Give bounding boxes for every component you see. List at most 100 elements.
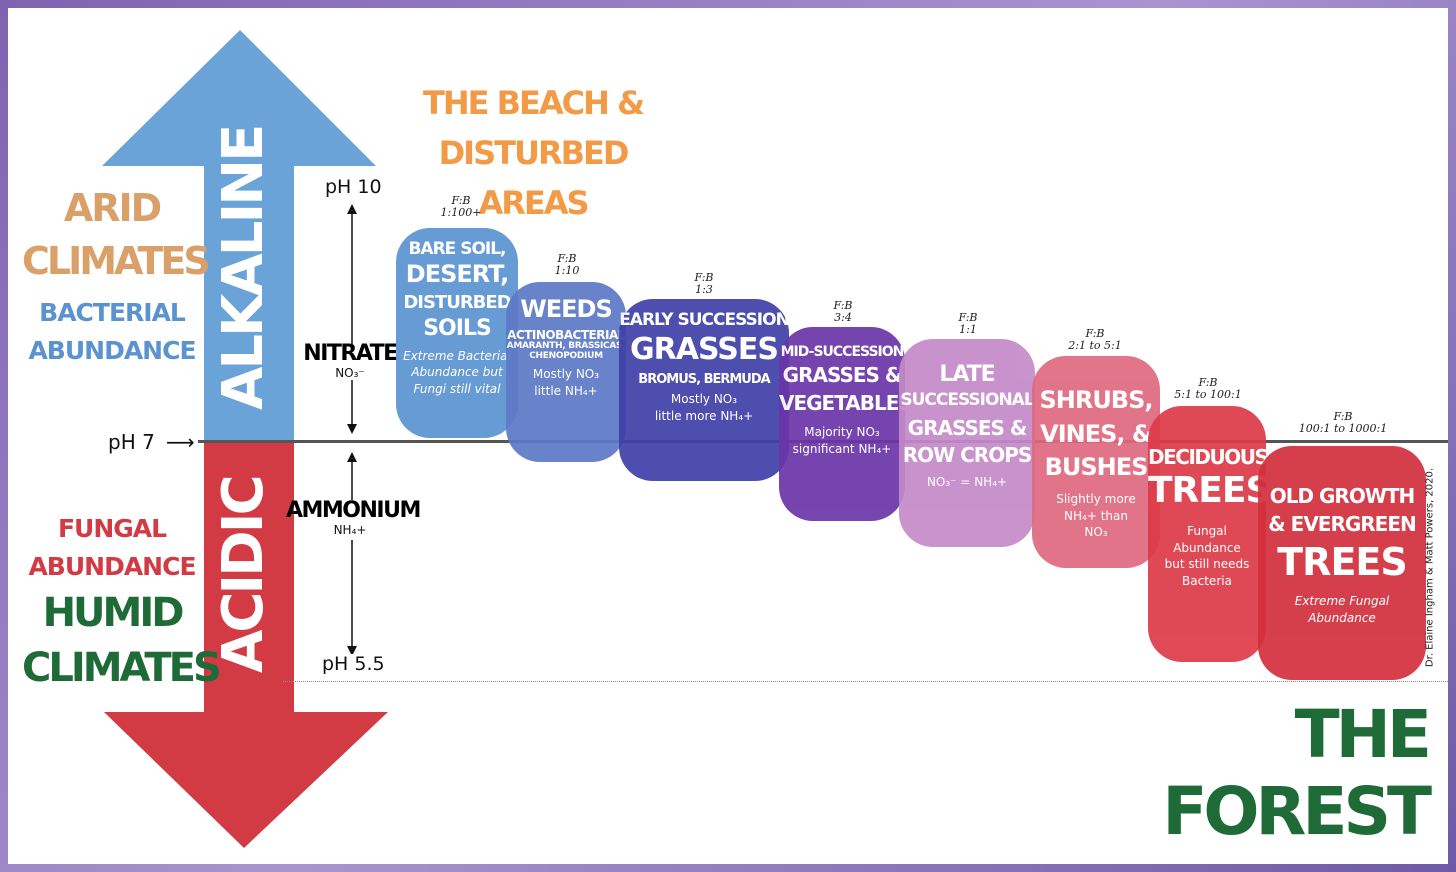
ph55-dotted-line (283, 681, 1448, 682)
stage-box-shrubs: SHRUBS, VINES, & BUSHES Slightly more NH… (1032, 356, 1160, 568)
stage-1-title-1: WEEDS (520, 295, 612, 323)
ammonium-formula: NH₄+ (333, 523, 367, 537)
stage-5-desc-3: NO₃ (1084, 525, 1108, 540)
beach-heading-line-1: THE BEACH & (423, 84, 645, 122)
stage-1-desc-2: little NH₄+ (534, 383, 598, 398)
stage-1-title-3: AMARANTH, BRASSICAS, (506, 341, 626, 352)
stage-box-early-succession: EARLY SUCCESSION GRASSES BROMUS, BERMUDA… (619, 299, 790, 481)
stage-0-desc-1: Extreme Bacterial (403, 348, 511, 363)
stage-7-title-1: OLD GROWTH (1269, 484, 1416, 508)
stage-5-title-3: BUSHES (1044, 453, 1149, 482)
ph7-pointer-arrow: ⟶ (166, 430, 195, 454)
humid-line-1: HUMID (42, 590, 185, 636)
stage-4-fb-ratio: 1:1 (959, 323, 977, 337)
stage-0-desc-3: Fungi still vital (413, 382, 501, 397)
stage-1-fb: F:B 1:10 (532, 252, 602, 278)
nitrate-label: NITRATE NO₃⁻ (298, 341, 402, 380)
stage-6-desc-2: Abundance (1173, 540, 1241, 555)
stage-5-title-1: SHRUBS, (1039, 386, 1153, 414)
stage-6-desc-4: Bacteria (1182, 574, 1232, 589)
stage-7-desc-2: Abundance (1308, 611, 1376, 626)
beach-heading-line-2: DISTURBED AREAS (438, 134, 630, 222)
stage-1-title-2: ACTINOBACTERIAL (507, 328, 625, 343)
stage-3-desc-2: significant NH₄+ (792, 442, 892, 457)
stage-2-desc-1: Mostly NO₃ (670, 391, 738, 406)
stage-5-desc-2: NH₄+ than (1064, 508, 1128, 523)
stage-0-fb-label: F:B (451, 194, 471, 207)
stage-1-fb-ratio: 1:10 (554, 264, 580, 278)
stage-box-old-growth: OLD GROWTH & EVERGREEN TREES Extreme Fun… (1258, 446, 1426, 680)
stage-6-desc-3: but still needs (1164, 557, 1250, 572)
stage-7-fb: F:B 100:1 to 1000:1 (1288, 410, 1398, 436)
stage-1-title-4: CHENOPODIUM (529, 351, 603, 362)
alkaline-arrow-shape (102, 30, 376, 442)
ph7-label: pH 7 (108, 430, 155, 454)
stage-2-fb-label: F:B (694, 271, 714, 284)
stage-box-bare-soil: BARE SOIL, DESERT, DISTURBED SOILS Extre… (396, 228, 518, 438)
stage-4-title-2: SUCCESSIONAL (900, 390, 1034, 411)
stage-1-fb-label: F:B (557, 252, 577, 265)
stage-5-fb-ratio: 2:1 to 5:1 (1068, 339, 1122, 353)
arid-line-2: CLIMATES (22, 239, 211, 283)
ammonium-label: AMMONIUM NH₄+ (286, 498, 421, 537)
ph-arrow (102, 30, 388, 848)
nitrogen-scale-arrows (347, 204, 357, 654)
stage-4-title-1: LATE (939, 362, 995, 387)
stage-box-late-successional: LATE SUCCESSIONAL GRASSES & ROW CROPS NO… (899, 339, 1035, 547)
bacterial-abundance: BACTERIAL ABUNDANCE (22, 294, 202, 370)
stage-4-fb: F:B 1:1 (933, 311, 1003, 337)
stage-0-title-1: BARE SOIL, (408, 239, 506, 259)
fungal-abundance: FUNGAL ABUNDANCE (22, 510, 202, 586)
stage-7-fb-label: F:B (1333, 410, 1353, 423)
stage-4-desc-1: NO₃⁻ = NH₄+ (926, 475, 1008, 490)
stage-6-title-1: DECIDUOUS (1148, 445, 1269, 469)
stage-6-fb-ratio: 5:1 to 100:1 (1174, 388, 1242, 402)
stage-2-desc-2: little more NH₄+ (654, 408, 754, 423)
alkaline-label: ALKALINE (211, 126, 276, 410)
stage-5-fb: F:B 2:1 to 5:1 (1058, 327, 1132, 353)
arid-line-1: ARID (63, 186, 162, 230)
stage-3-fb-label: F:B (833, 299, 853, 312)
stage-6-title-2: TREES (1148, 470, 1271, 511)
ph10-label: pH 10 (325, 176, 382, 198)
acidic-label: ACIDIC (211, 477, 276, 673)
stage-7-fb-ratio: 100:1 to 1000:1 (1298, 422, 1388, 436)
ammonium-title: AMMONIUM (286, 498, 421, 523)
stage-box-mid-succession: MID-SUCCESSION GRASSES & VEGETABLES Majo… (779, 327, 913, 521)
bacterial-line-2: ABUNDANCE (28, 336, 196, 365)
stage-0-fb-ratio: 1:100+ (440, 206, 482, 220)
stage-3-title-3: VEGETABLES (779, 391, 913, 416)
nitrate-title: NITRATE (303, 341, 398, 366)
stage-1-desc-1: Mostly NO₃ (532, 367, 600, 382)
stage-0-title-4: SOILS (423, 316, 492, 342)
stage-6-fb: F:B 5:1 to 100:1 (1166, 376, 1250, 402)
stage-3-title-1: MID-SUCCESSION (780, 344, 905, 360)
bacterial-line-1: BACTERIAL (39, 298, 186, 327)
forest-heading: THE FOREST (1162, 696, 1432, 850)
stage-4-title-3: GRASSES & (907, 416, 1028, 441)
stage-2-title-3: BROMUS, BERMUDA (638, 371, 770, 387)
stage-2-fb: F:B 1:3 (669, 271, 739, 297)
stage-3-fb-ratio: 3:4 (834, 311, 852, 325)
stage-box-weeds: WEEDS ACTINOBACTERIAL AMARANTH, BRASSICA… (506, 282, 626, 462)
acidic-arrow-shape (104, 442, 388, 848)
diagram-canvas: ALKALINE ACIDIC ARID CLIMATES BACTERIAL … (8, 8, 1448, 864)
credit-text: Dr. Elaine Ingham & Matt Powers, 2020. (1424, 467, 1436, 668)
nitrate-formula: NO₃⁻ (335, 366, 365, 380)
stage-7-title-3: TREES (1277, 540, 1407, 584)
stage-3-fb: F:B 3:4 (808, 299, 878, 325)
stage-box-deciduous: DECIDUOUS TREES Fungal Abundance but sti… (1148, 406, 1271, 662)
stage-2-fb-ratio: 1:3 (695, 283, 713, 297)
arid-climates: ARID CLIMATES (22, 180, 211, 286)
stage-0-desc-2: Abundance but (411, 365, 503, 380)
humid-line-2: CLIMATES (22, 645, 222, 691)
stage-5-desc-1: Slightly more (1056, 491, 1136, 506)
stage-6-desc-1: Fungal (1187, 523, 1227, 538)
stage-6-fb-label: F:B (1198, 376, 1218, 389)
stage-0-fb: F:B 1:100+ (426, 194, 496, 220)
stage-2-title-2: GRASSES (630, 331, 779, 367)
stage-4-fb-label: F:B (958, 311, 978, 324)
stage-7-title-2: & EVERGREEN (1268, 512, 1417, 536)
fungal-line-2: ABUNDANCE (28, 552, 196, 581)
stage-2-title-1: EARLY SUCCESSION (619, 310, 790, 330)
